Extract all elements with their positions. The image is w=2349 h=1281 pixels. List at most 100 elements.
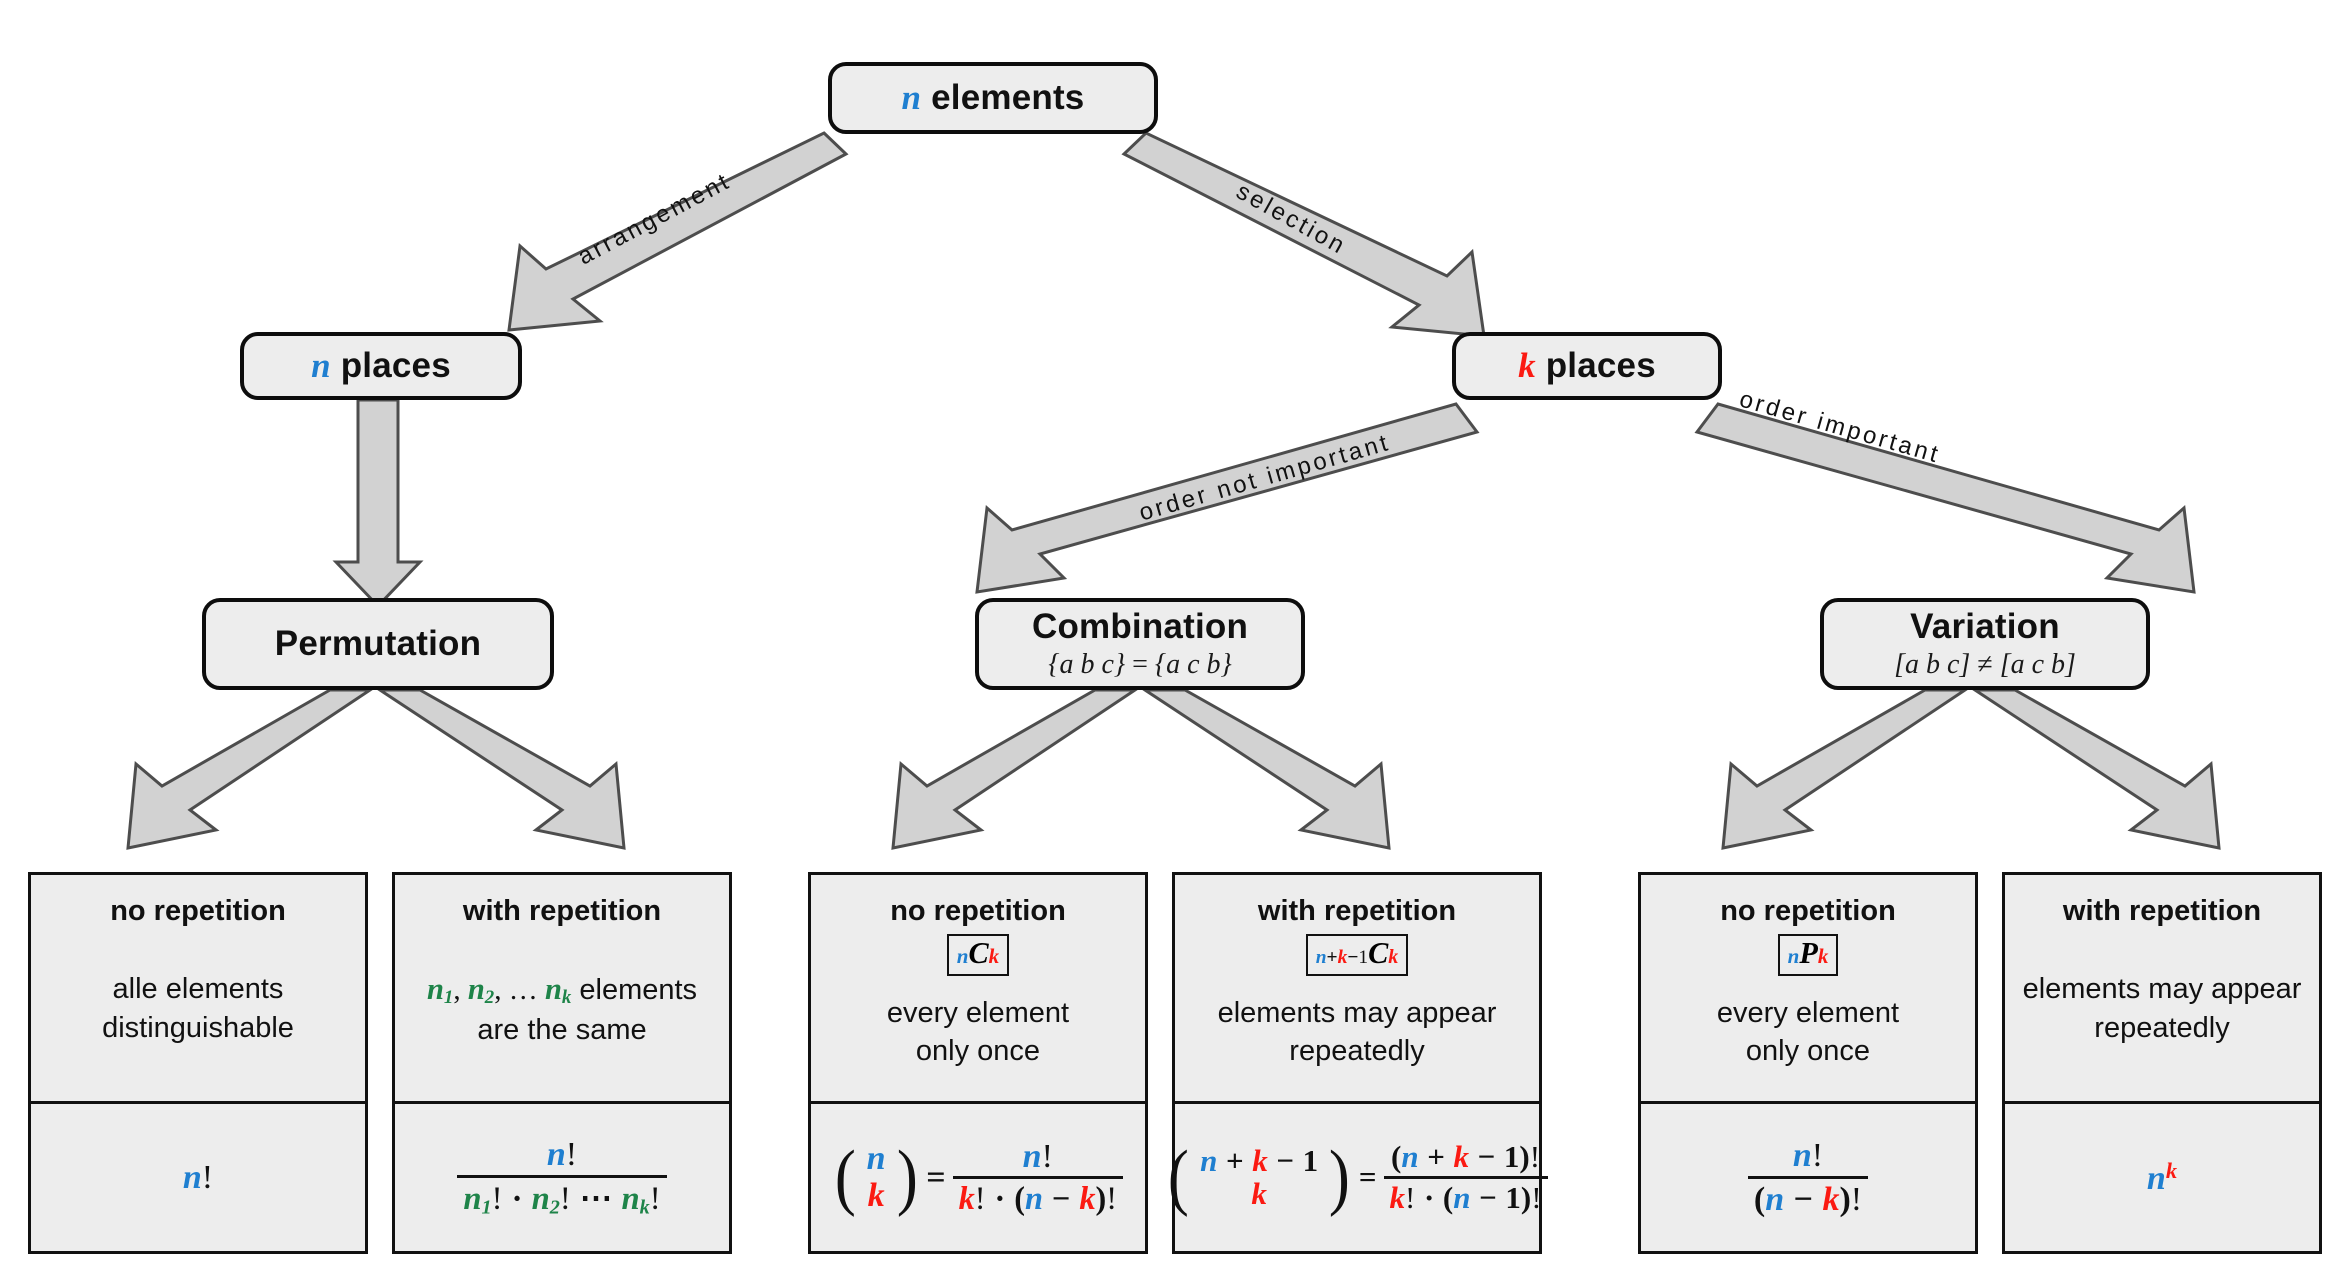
leaf-desc-line1: alle elements xyxy=(112,973,284,1006)
node-n-elements-title: n elements xyxy=(902,78,1085,117)
leaf-desc-line2: repeatedly xyxy=(2094,1011,2230,1044)
leaf-description: n1, n2, … nk elements are the same xyxy=(426,971,698,1046)
formula-n-factorial: n! xyxy=(183,1158,214,1196)
leaf-upper: with repetition n+k−1Ck elements may app… xyxy=(1175,875,1539,1101)
node-combination[interactable]: Combination {a b c} = {a c b} xyxy=(975,598,1305,690)
leaf-upper: with repetition n1, n2, … nk elements ar… xyxy=(395,875,729,1101)
leaf-desc-line2: only once xyxy=(915,1035,1041,1068)
node-permutation-title: Permutation xyxy=(274,624,482,664)
leaf-description: every element only once xyxy=(887,994,1069,1071)
edge-label-order-important: order important xyxy=(1736,385,1944,469)
leaf-desc-line1: every element xyxy=(1716,997,1900,1030)
edge-label-selection: selection xyxy=(1231,177,1352,261)
edge-label-order-not-important: order not important xyxy=(1136,428,1394,527)
formula-permutation-multiset: n! n1! · n2! ⋯ nk! xyxy=(457,1135,667,1219)
leaf-upper: with repetition elements may appear repe… xyxy=(2005,875,2319,1101)
leaf-desc-line1: elements may appear xyxy=(2022,973,2302,1006)
node-k-places[interactable]: k places xyxy=(1452,332,1722,400)
combination-set-op: = xyxy=(1125,648,1155,680)
arrow-combination-to-leaf4 xyxy=(1140,688,1391,850)
variation-seq-right: [a c b] xyxy=(1999,648,2076,680)
leaf-description: elements may appear repeatedly xyxy=(2023,970,2302,1047)
math-nk: nk xyxy=(544,971,572,1008)
math-n1: n1 xyxy=(426,971,454,1008)
leaf-head: with repetition xyxy=(1257,895,1457,927)
variation-seq-op: ≠ xyxy=(1970,648,2000,680)
paren-left: ( xyxy=(1168,1136,1190,1219)
math-equals: = xyxy=(1358,1159,1377,1195)
node-n-elements[interactable]: n elements xyxy=(828,62,1158,134)
leaf-head: with repetition xyxy=(462,895,662,927)
leaf-combination-with-repetition[interactable]: with repetition n+k−1Ck elements may app… xyxy=(1168,872,1548,1254)
symbol-nPk: nPk xyxy=(1777,934,1839,976)
math-n: n xyxy=(901,78,922,118)
leaf-formula: n! n1! · n2! ⋯ nk! xyxy=(395,1101,729,1251)
leaf-variation-no-repetition[interactable]: no repetition nPk every element only onc… xyxy=(1638,872,1978,1254)
math-n: n xyxy=(311,346,331,386)
leaf-permutation-with-repetition[interactable]: with repetition n1, n2, … nk elements ar… xyxy=(392,872,732,1254)
leaf-head: with repetition xyxy=(2062,895,2262,927)
node-n-places[interactable]: n places xyxy=(240,332,522,400)
leaf-desc-line2: are the same xyxy=(477,1013,647,1046)
node-n-elements-rest: elements xyxy=(921,78,1085,118)
formula-variation-no-repetition: n! (n − k)! xyxy=(1747,1136,1869,1218)
fraction-numerator: n! xyxy=(1792,1136,1824,1174)
arrow-k-places-to-variation xyxy=(1694,402,2196,594)
leaf-description: every element only once xyxy=(1717,994,1899,1071)
paren-right: ) xyxy=(896,1136,918,1219)
paren-right: ) xyxy=(1329,1136,1350,1219)
fraction: (n + k − 1)! k! · (n − 1)! xyxy=(1383,1138,1548,1215)
fraction: n! n1! · n2! ⋯ nk! xyxy=(457,1135,667,1219)
leaf-desc-line2: only once xyxy=(1745,1035,1871,1068)
node-n-places-title: n places xyxy=(311,346,451,385)
symbol-nCk: nCk xyxy=(946,934,1010,976)
leaf-upper: no repetition nCk every element only onc… xyxy=(811,875,1145,1101)
leaf-formula: nk xyxy=(2005,1101,2319,1251)
leaf-head: no repetition xyxy=(890,895,1066,927)
fraction-numerator: n! xyxy=(546,1135,578,1173)
arrow-permutation-to-leaf1 xyxy=(126,688,375,850)
leaf-formula: n! xyxy=(31,1101,365,1251)
fraction: n! (n − k)! xyxy=(1747,1136,1869,1218)
leaf-upper: no repetition alle elements distinguisha… xyxy=(31,875,365,1101)
node-permutation[interactable]: Permutation xyxy=(202,598,554,690)
arrow-variation-to-leaf6 xyxy=(1970,688,2221,850)
node-variation[interactable]: Variation [a b c] ≠ [a c b] xyxy=(1820,598,2150,690)
leaf-formula: n! (n − k)! xyxy=(1641,1101,1975,1251)
binomial-stack: n k xyxy=(866,1140,886,1214)
node-k-places-rest: places xyxy=(1535,346,1656,386)
arrow-permutation-to-leaf2 xyxy=(375,688,626,850)
variation-seq-left: [a b c] xyxy=(1894,648,1971,680)
leaf-desc-line1: elements may appear xyxy=(1217,997,1497,1030)
fraction-numerator: n! xyxy=(1022,1137,1053,1175)
leaf-head: no repetition xyxy=(1720,895,1896,927)
leaf-formula: ( n + k − 1 k ) = (n + k − 1)! k! · (n −… xyxy=(1168,1101,1548,1251)
combination-set-right: {a c b} xyxy=(1154,648,1232,680)
math-equals: = xyxy=(926,1158,946,1196)
leaf-upper: no repetition nPk every element only onc… xyxy=(1641,875,1975,1101)
leaf-formula: ( n k ) = n! k! · (n − k)! xyxy=(811,1101,1145,1251)
math-n2: n2 xyxy=(467,971,495,1008)
node-variation-subtitle: [a b c] ≠ [a c b] xyxy=(1894,649,2076,681)
arrow-combination-to-leaf3 xyxy=(891,688,1140,850)
arrow-n-places-to-permutation xyxy=(332,398,424,609)
leaf-desc-line1: every element xyxy=(886,997,1070,1030)
fraction-denominator: k! · (n − k)! xyxy=(952,1176,1124,1216)
leaf-description: alle elements distinguishable xyxy=(102,970,294,1047)
leaf-combination-no-repetition[interactable]: no repetition nCk every element only onc… xyxy=(808,872,1148,1254)
node-combination-subtitle: {a b c} = {a c b} xyxy=(1048,649,1231,681)
fraction-denominator: (n − k)! xyxy=(1747,1175,1869,1218)
leaf-variation-with-repetition[interactable]: with repetition elements may appear repe… xyxy=(2002,872,2322,1254)
fraction-denominator: n1! · n2! ⋯ nk! xyxy=(457,1174,667,1219)
leaf-permutation-no-repetition[interactable]: no repetition alle elements distinguisha… xyxy=(28,872,368,1254)
math-factorial: ! xyxy=(201,1158,214,1196)
formula-multiset-coefficient: ( n + k − 1 k ) = (n + k − 1)! k! · (n −… xyxy=(1166,1136,1548,1219)
fraction-numerator: (n + k − 1)! xyxy=(1391,1138,1541,1174)
node-n-places-rest: places xyxy=(330,346,451,386)
leaf-head: no repetition xyxy=(110,895,286,927)
arrow-root-to-n-places xyxy=(507,131,849,332)
leaf-desc-line2: repeatedly xyxy=(1289,1035,1425,1068)
fraction-denominator: k! · (n − 1)! xyxy=(1383,1175,1548,1215)
leaf-desc-line1-tail: elements xyxy=(579,973,698,1006)
